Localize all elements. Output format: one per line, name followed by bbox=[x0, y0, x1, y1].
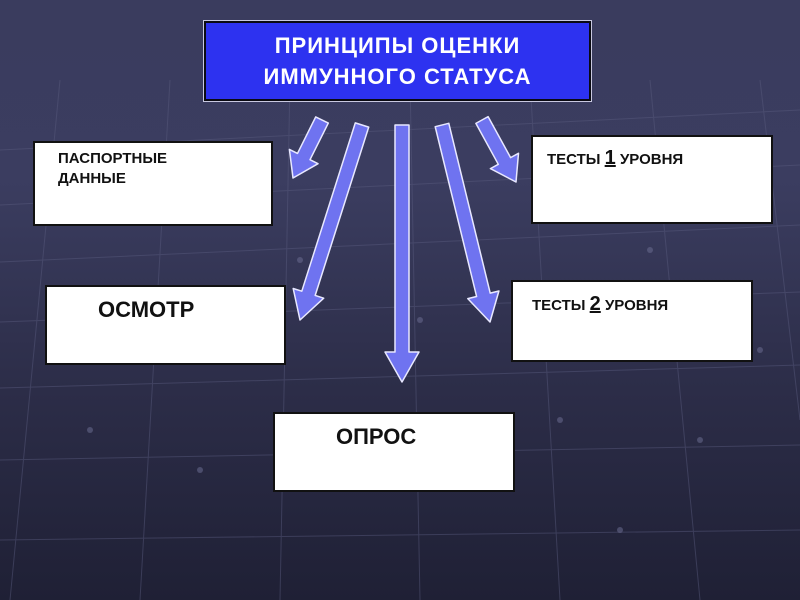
arrow-to-passport bbox=[288, 116, 330, 179]
passport-data-box: ПАСПОРТНЫЕ ДАННЫЕ bbox=[33, 141, 273, 226]
tests1-number: 1 bbox=[604, 147, 616, 169]
tests1-suffix: УРОВНЯ bbox=[615, 151, 684, 168]
survey-box: ОПРОС bbox=[273, 412, 515, 492]
examination-label: ОСМОТР bbox=[98, 297, 195, 322]
arrow-to-opros bbox=[384, 124, 420, 383]
arrow-to-tests2 bbox=[434, 122, 500, 323]
arrow-to-osmotr bbox=[292, 122, 370, 321]
tests2-number: 2 bbox=[589, 293, 601, 315]
arrow-to-tests1 bbox=[475, 115, 520, 183]
tests-level-2-box: ТЕСТЫ 2 УРОВНЯ bbox=[511, 280, 753, 362]
passport-line-2: ДАННЫЕ bbox=[58, 170, 126, 187]
tests2-prefix: ТЕСТЫ bbox=[532, 297, 590, 314]
title-line-1: ПРИНЦИПЫ ОЦЕНКИ bbox=[274, 33, 521, 58]
passport-line-1: ПАСПОРТНЫЕ bbox=[58, 150, 168, 167]
examination-box: ОСМОТР bbox=[45, 285, 286, 365]
tests1-prefix: ТЕСТЫ bbox=[547, 151, 605, 168]
tests-level-1-box: ТЕСТЫ 1 УРОВНЯ bbox=[531, 135, 773, 224]
title-line-2: ИММУННОГО СТАТУСА bbox=[263, 64, 532, 89]
survey-label: ОПРОС bbox=[336, 424, 417, 449]
tests2-suffix: УРОВНЯ bbox=[600, 297, 669, 314]
title-box: ПРИНЦИПЫ ОЦЕНКИ ИММУННОГО СТАТУСА bbox=[203, 20, 592, 102]
